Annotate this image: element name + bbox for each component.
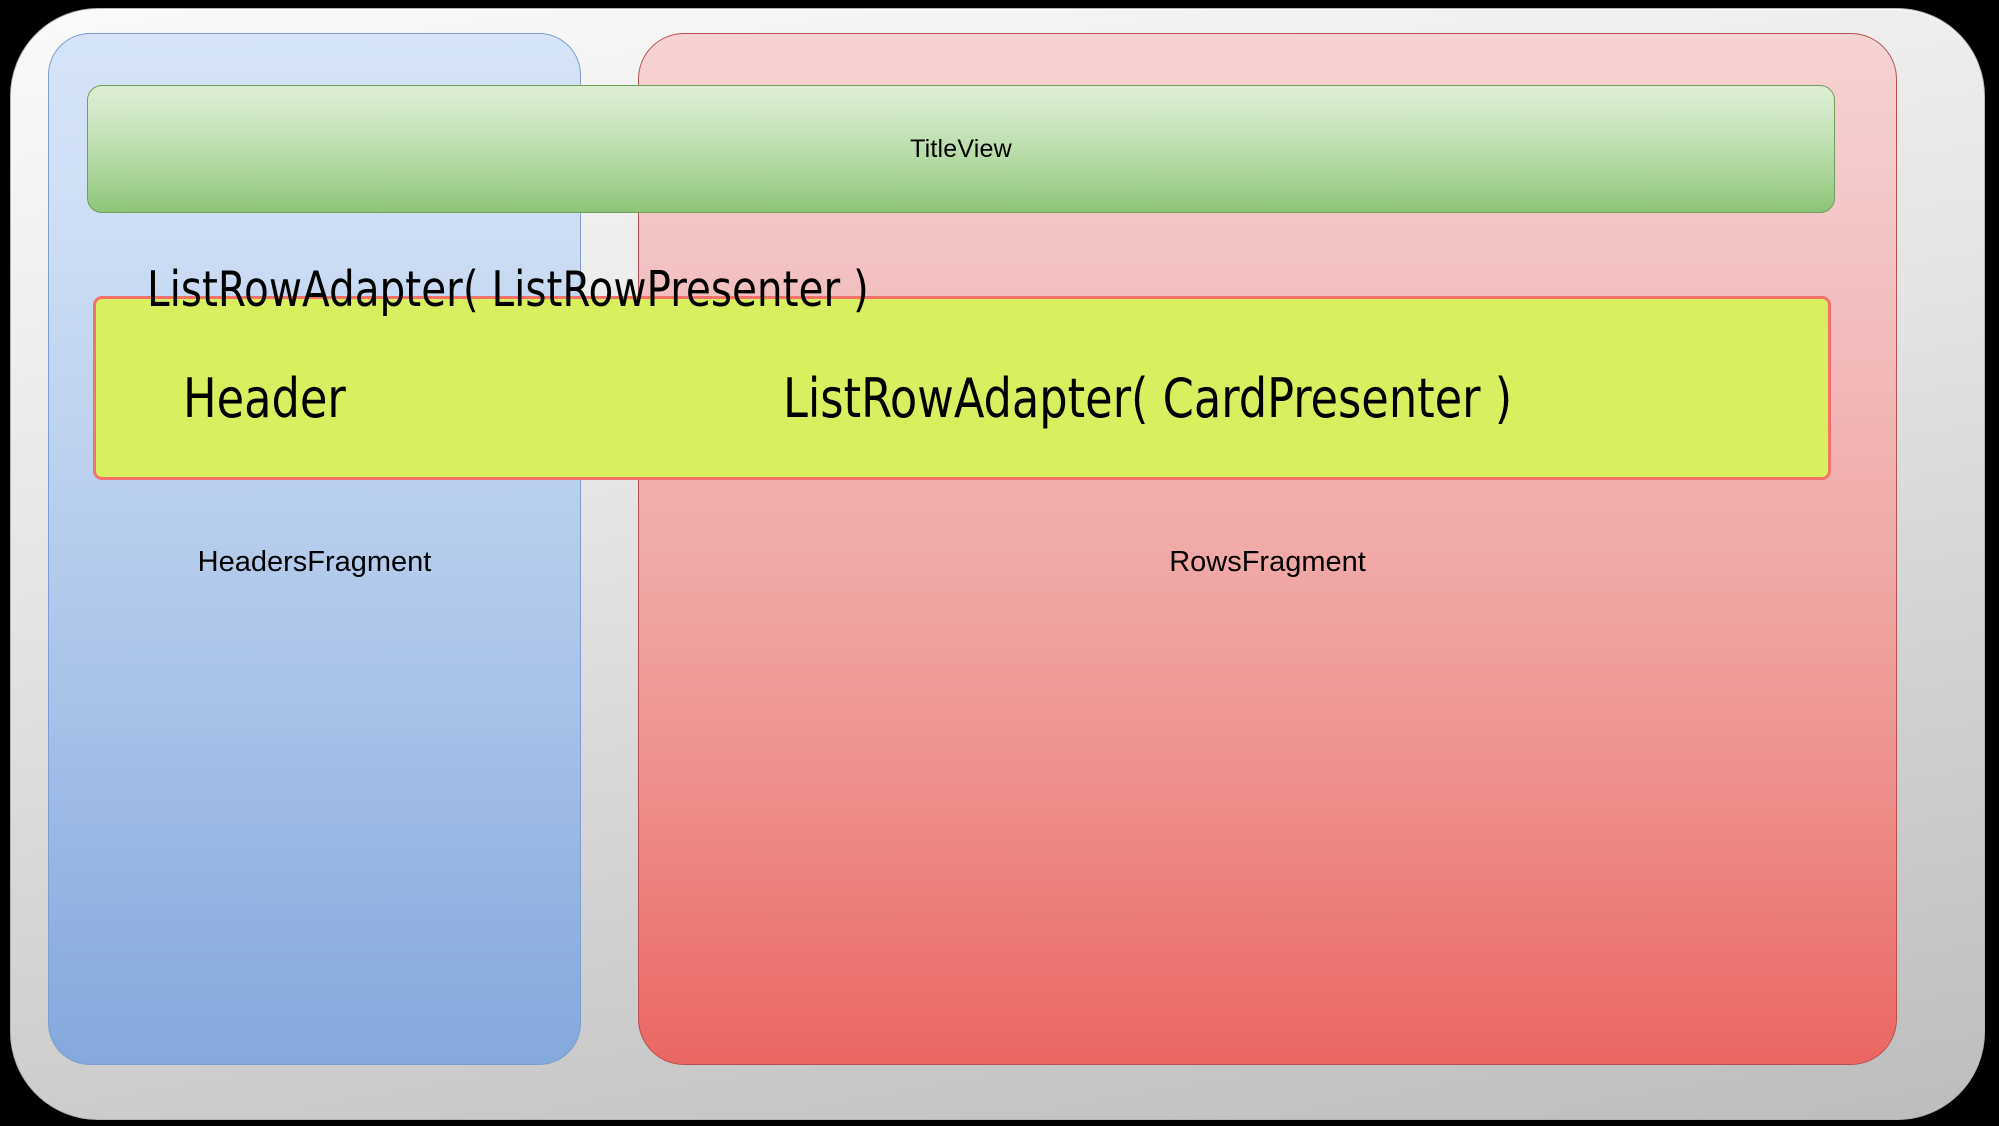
list-row-adapter-cardpresenter-label: ListRowAdapter( CardPresenter ): [783, 367, 1513, 430]
rows-fragment-label: RowsFragment: [1169, 546, 1366, 578]
title-view-label: TitleView: [910, 134, 1012, 163]
header-label: Header: [183, 367, 346, 430]
headers-fragment-label: HeadersFragment: [197, 546, 432, 578]
list-row-adapter-listrowpresenter-label: ListRowAdapter( ListRowPresenter ): [147, 261, 869, 318]
title-view-bar[interactable]: TitleView: [87, 85, 1835, 213]
list-row-adapter-box[interactable]: [93, 296, 1831, 480]
